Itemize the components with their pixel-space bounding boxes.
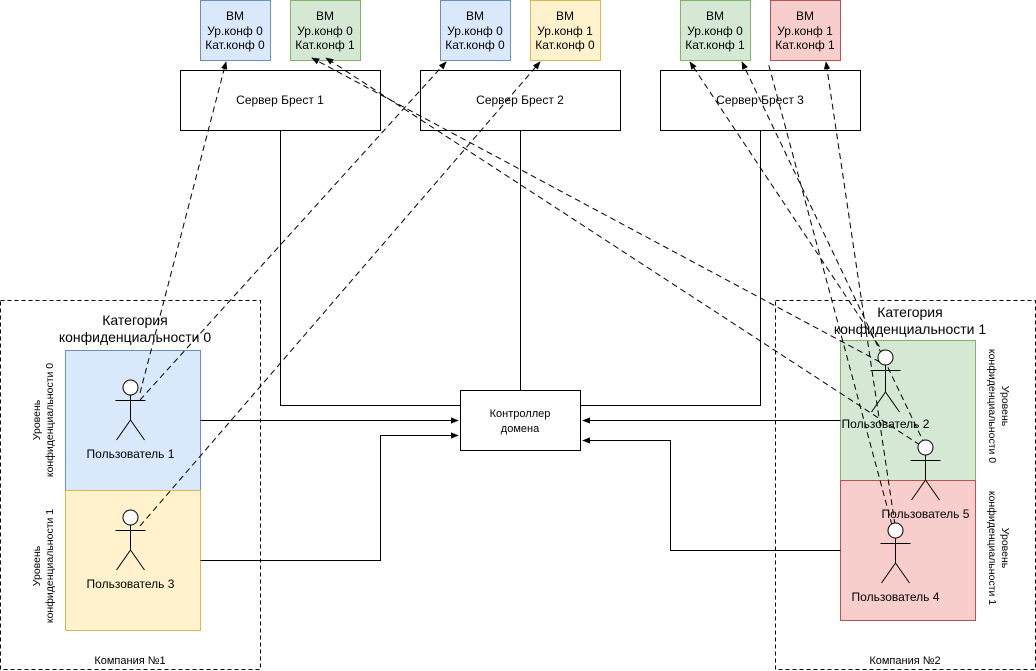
arrow-company1-level1-controller <box>200 432 459 561</box>
user-1-figure <box>115 379 146 441</box>
vm-category: Кат.конф 0 <box>535 38 595 52</box>
company-2-level-0-label: Уровень конфиденциальности 0 <box>986 349 1011 463</box>
domain-controller: Контроллер домена <box>460 390 581 451</box>
level-label-line1: Уровень <box>999 386 1011 427</box>
access-user5-vm5 <box>741 61 926 446</box>
access-user2-vm5 <box>689 61 886 356</box>
company-1-level-1-label: Уровень конфиденциальности 1 <box>31 509 56 623</box>
vm-level: Ур.конф 0 <box>207 24 263 38</box>
company-1-container <box>0 300 261 670</box>
user-4-figure <box>880 522 911 584</box>
vm-category: Кат.конф 1 <box>295 38 355 52</box>
user-4-label: Пользователь 4 <box>852 590 940 604</box>
company-2-category-line1: Категория <box>877 304 942 320</box>
vm-title: ВМ <box>226 9 244 23</box>
access-user5-vm2 <box>325 57 921 446</box>
vm-title: ВМ <box>706 9 724 23</box>
level-label-line2: конфиденциальности 0 <box>44 363 56 477</box>
vm-level: Ур.конф 1 <box>537 24 593 38</box>
access-user1-vm1 <box>139 61 228 394</box>
company-1-level-0-zone <box>65 350 201 491</box>
vm-box-1: ВМ Ур.конф 0 Кат.конф 0 <box>200 0 271 61</box>
vm-level: Ур.конф 1 <box>777 24 833 38</box>
user-1-label: Пользователь 1 <box>87 447 175 461</box>
vm-box-2: ВМ Ур.конф 0 Кат.конф 1 <box>290 0 361 61</box>
access-user1-vm3 <box>139 61 447 401</box>
company-2-level-0-zone <box>840 340 976 481</box>
user-5-label: Пользователь 5 <box>882 507 970 521</box>
user-2-figure <box>870 349 901 413</box>
vm-title: ВМ <box>316 9 334 23</box>
access-user3-vm4 <box>139 61 541 527</box>
vm-level: Ур.конф 0 <box>297 24 353 38</box>
vm-category: Кат.конф 1 <box>685 38 745 52</box>
level-label-line2: конфиденциальности 1 <box>986 491 998 605</box>
level-label-line2: конфиденциальности 0 <box>986 349 998 463</box>
vm-category: Кат.конф 1 <box>775 38 835 52</box>
access-user4-vm6 <box>823 61 896 526</box>
server-brest-2: Сервер Брест 2 <box>420 70 621 131</box>
company-2-category-line2: конфиденциальности 1 <box>834 321 987 337</box>
user-3-figure <box>115 509 146 571</box>
vm-title: ВМ <box>556 9 574 23</box>
vm-box-6: ВМ Ур.конф 1 Кат.конф 1 <box>770 0 841 61</box>
vm-box-3: ВМ Ур.конф 0 Кат.конф 0 <box>440 0 511 61</box>
server-label: Сервер Брест 1 <box>236 93 324 107</box>
access-user4-vm5 <box>767 61 893 526</box>
vm-title: ВМ <box>466 9 484 23</box>
vm-level: Ур.конф 0 <box>447 24 503 38</box>
access-user2-vm2 <box>311 57 881 363</box>
vm-level: Ур.конф 0 <box>687 24 743 38</box>
vm-box-4: ВМ Ур.конф 1 Кат.конф 0 <box>530 0 601 61</box>
arrow-company2-level1-controller <box>582 437 841 551</box>
level-label-line1: Уровень <box>31 545 43 586</box>
company-1-category-line2: конфиденциальности 0 <box>59 329 212 345</box>
vm-category: Кат.конф 0 <box>205 38 265 52</box>
connector-server1-controller <box>280 130 461 406</box>
controller-label-line1: Контроллер <box>490 408 551 420</box>
company-1-category-line1: Категория <box>102 312 167 328</box>
connector-server3-controller <box>580 130 761 406</box>
vm-title: ВМ <box>796 9 814 23</box>
controller-label-line2: домена <box>501 423 540 435</box>
vm-box-5: ВМ Ур.конф 0 Кат.конф 1 <box>680 0 751 61</box>
user-3-label: Пользователь 3 <box>87 577 175 591</box>
server-label: Сервер Брест 2 <box>476 93 564 107</box>
user-2-label: Пользователь 2 <box>842 417 930 431</box>
company-1-level-0-label: Уровень конфиденциальности 0 <box>31 363 56 477</box>
server-brest-1: Сервер Брест 1 <box>180 70 381 131</box>
user-5-figure <box>910 439 941 501</box>
company-2-level-1-label: Уровень конфиденциальности 1 <box>986 491 1011 605</box>
company-2-name: Компания №2 <box>869 655 940 667</box>
company-1-name: Компания №1 <box>94 655 165 667</box>
level-label-line1: Уровень <box>31 399 43 440</box>
level-label-line1: Уровень <box>999 528 1011 569</box>
level-label-line2: конфиденциальности 1 <box>44 509 56 623</box>
vm-category: Кат.конф 0 <box>445 38 505 52</box>
